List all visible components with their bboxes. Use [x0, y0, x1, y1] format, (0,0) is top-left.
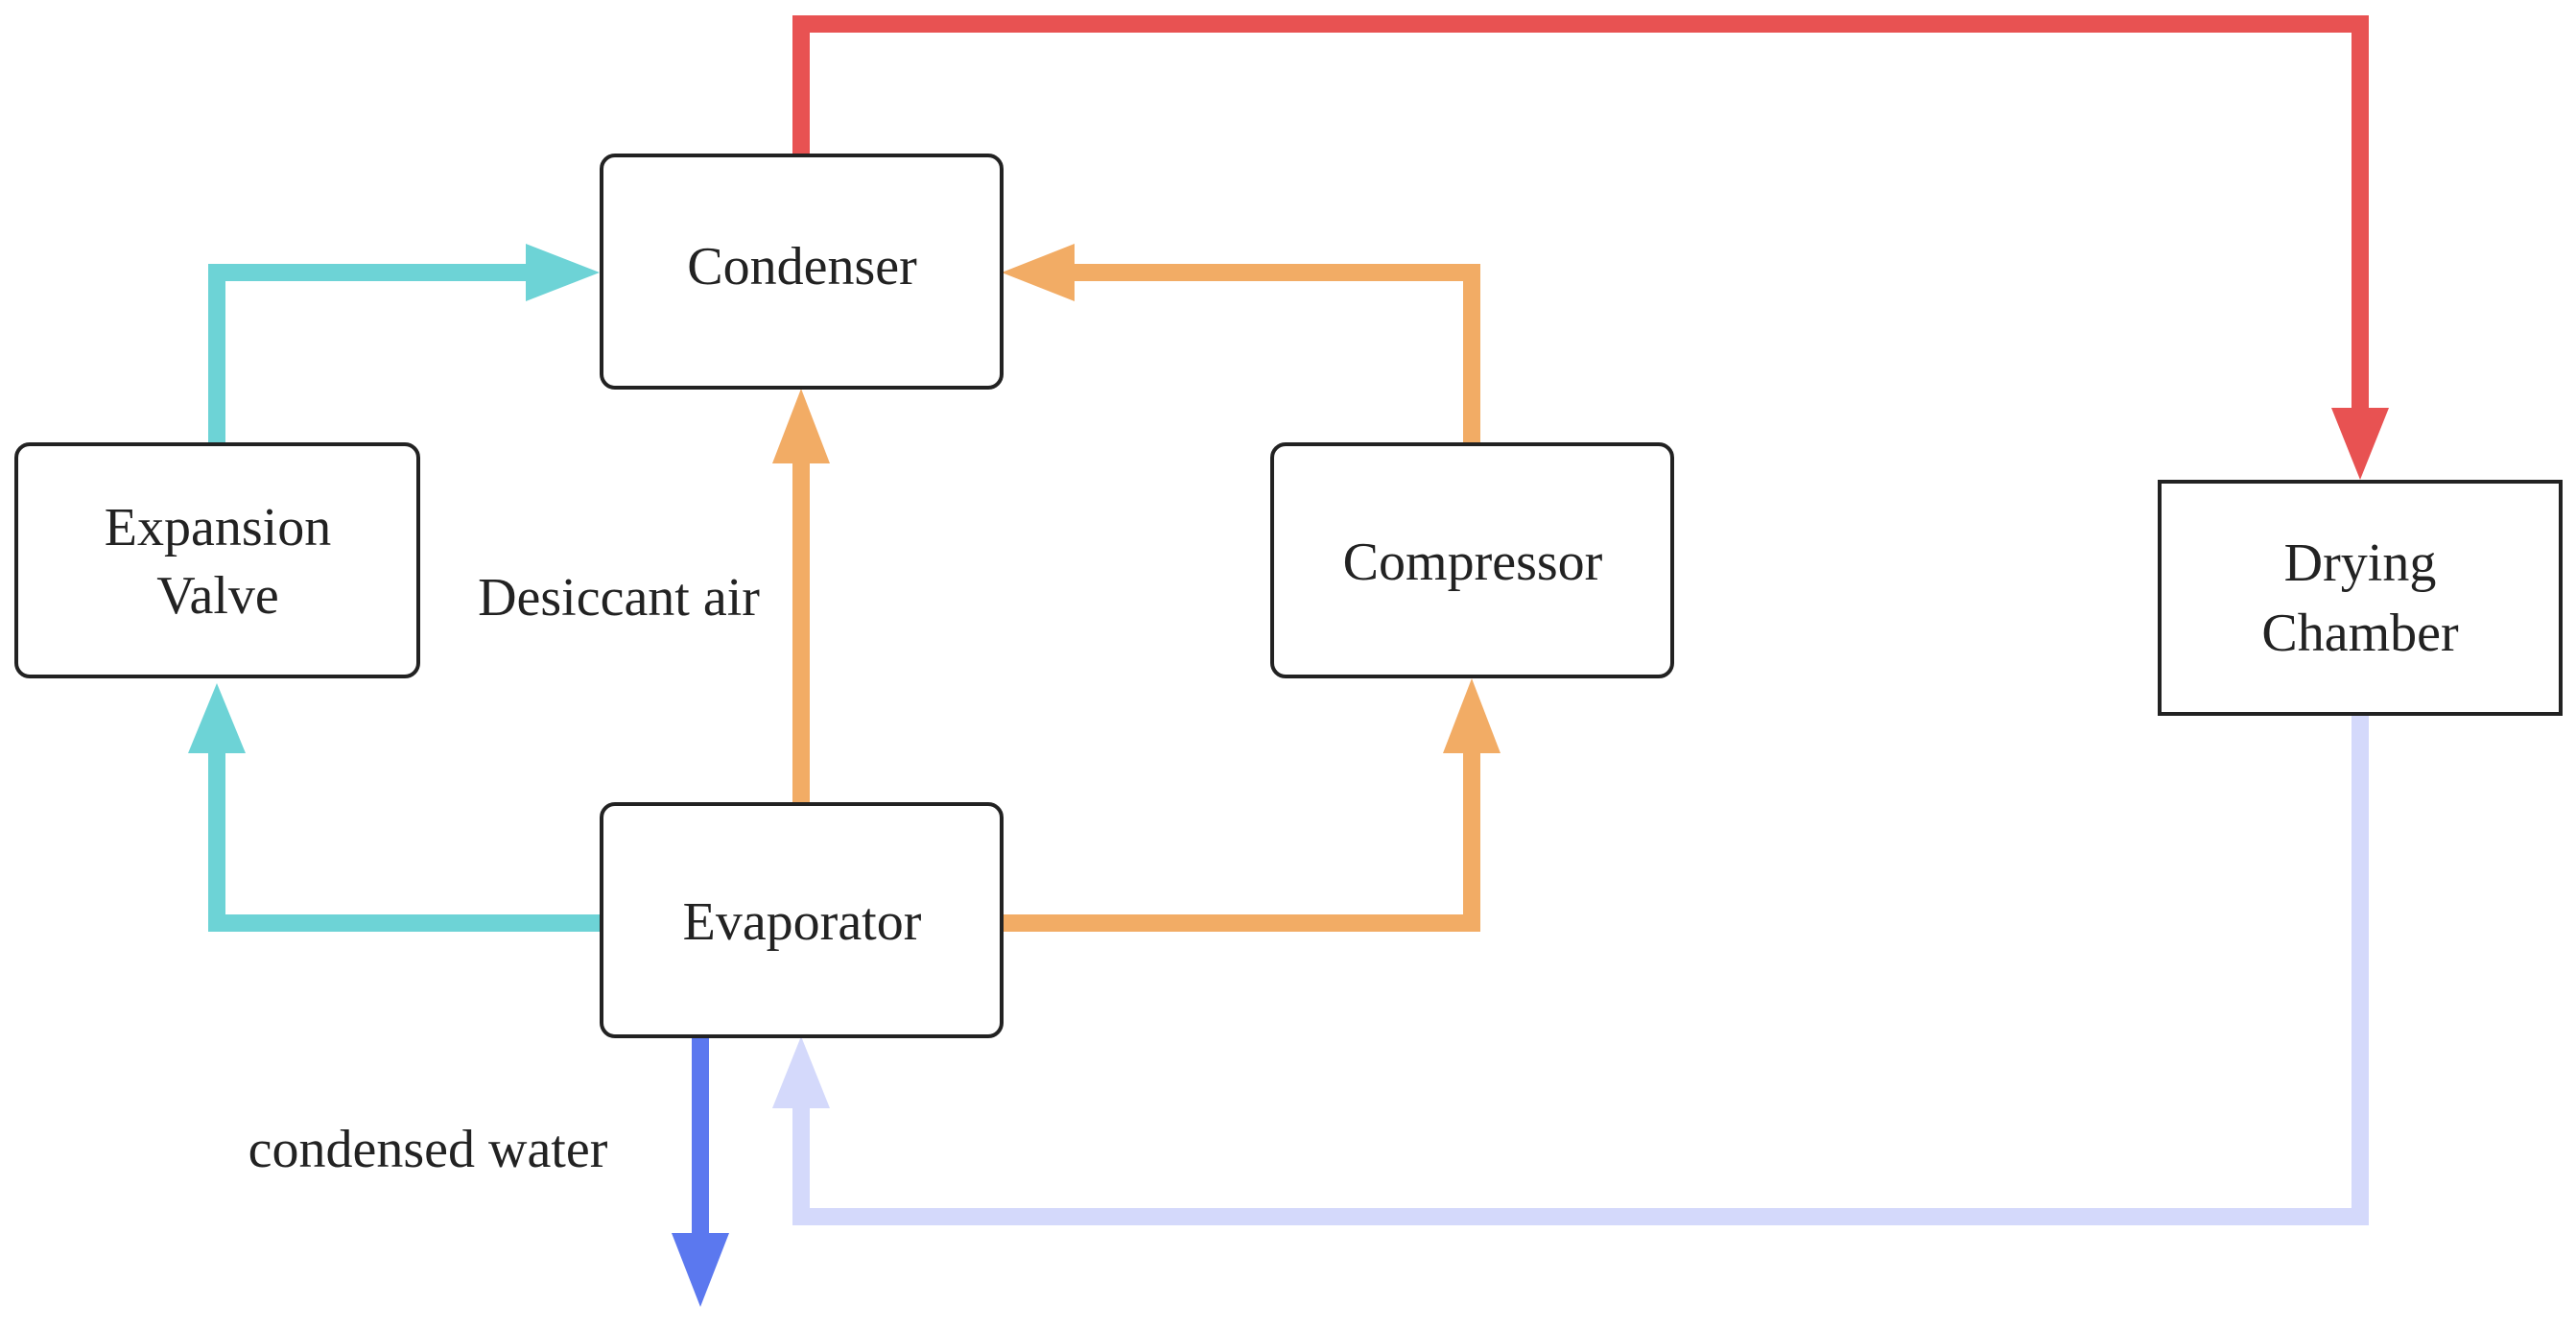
edge-evaporator-to-compressor: [1002, 678, 1501, 932]
label-condensed-water: condensed water: [248, 1120, 608, 1179]
node-drying-chamber-label-line1: Drying: [2284, 534, 2437, 593]
node-drying-chamber[interactable]: Drying Chamber: [2158, 480, 2563, 716]
node-compressor[interactable]: Compressor: [1270, 442, 1674, 678]
node-evaporator[interactable]: Evaporator: [600, 802, 1004, 1038]
arrowhead-evaporator-bottom: [772, 1036, 830, 1108]
arrowhead-drying-chamber: [2331, 408, 2389, 480]
node-drying-chamber-label-line2: Chamber: [2261, 604, 2459, 663]
arrowhead-expansion-valve: [188, 683, 246, 753]
edge-expansion-valve-to-condenser: [208, 244, 600, 444]
edge-condensed-water-out: [672, 1036, 729, 1307]
node-condenser[interactable]: Condenser: [600, 154, 1004, 390]
edge-condenser-to-drying-chamber: [792, 15, 2389, 480]
node-condenser-label: Condenser: [687, 237, 917, 296]
label-desiccant-air: Desiccant air: [478, 568, 760, 628]
edge-compressor-to-condenser: [1002, 244, 1480, 444]
arrowhead-condenser-left: [526, 244, 600, 301]
node-compressor-label: Compressor: [1343, 533, 1603, 592]
arrowhead-condensed-water: [672, 1233, 729, 1307]
edge-evaporator-to-condenser: [772, 389, 830, 804]
node-expansion-valve-label-line2: Valve: [156, 566, 279, 626]
node-expansion-valve[interactable]: Expansion Valve: [14, 442, 420, 678]
edge-drying-chamber-to-evaporator: [772, 715, 2369, 1225]
arrowhead-condenser-right: [1002, 244, 1075, 301]
arrowhead-compressor: [1443, 678, 1501, 753]
node-evaporator-label: Evaporator: [683, 892, 922, 952]
edge-evaporator-to-expansion-valve: [188, 683, 600, 932]
node-expansion-valve-label-line1: Expansion: [105, 498, 331, 557]
arrowhead-condenser-bottom: [772, 389, 830, 463]
